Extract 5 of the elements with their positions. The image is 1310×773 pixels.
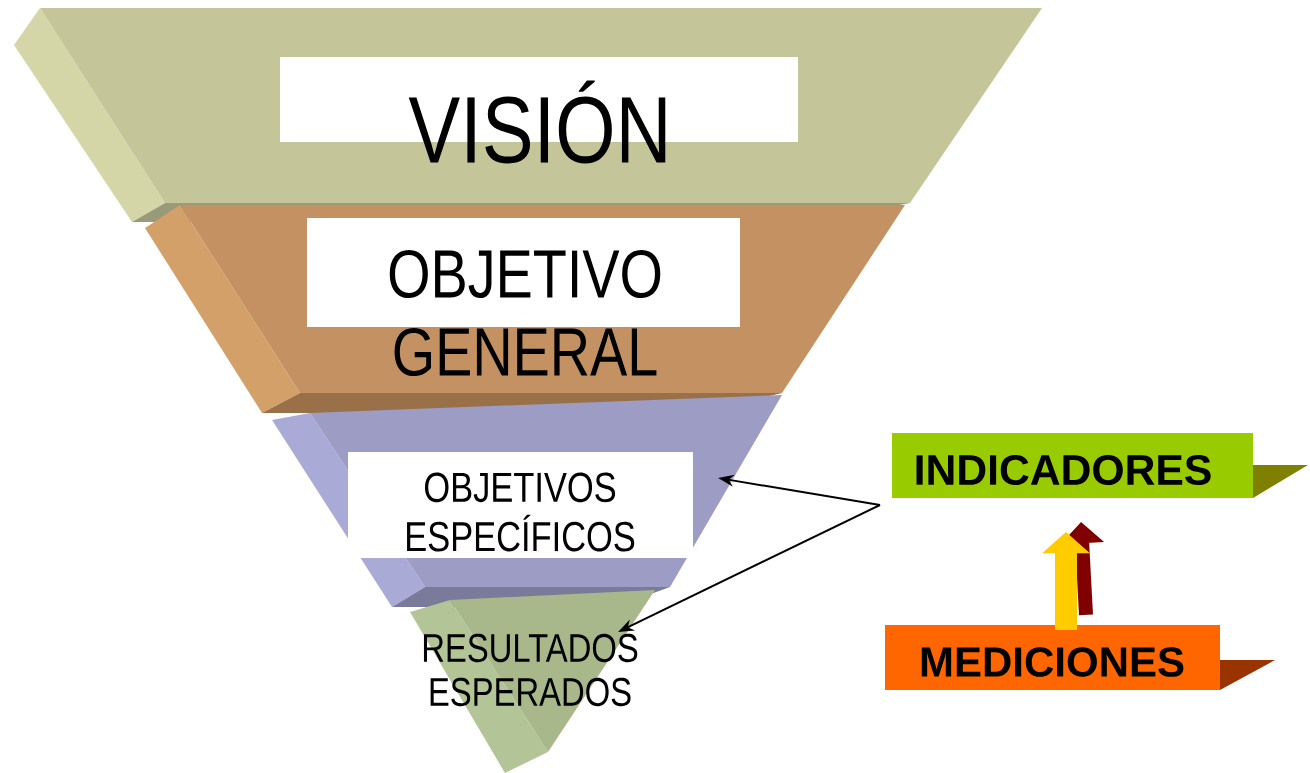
pyramid-tier: OBJETIVO GENERAL [145, 205, 905, 413]
pyramid-tier: OBJETIVOS ESPECÍFICOS [272, 395, 782, 607]
label-banner: INDICADORES [892, 433, 1308, 498]
pyramid-tier: VISIÓN [14, 8, 1042, 222]
label-banner: MEDICIONES [885, 625, 1275, 690]
